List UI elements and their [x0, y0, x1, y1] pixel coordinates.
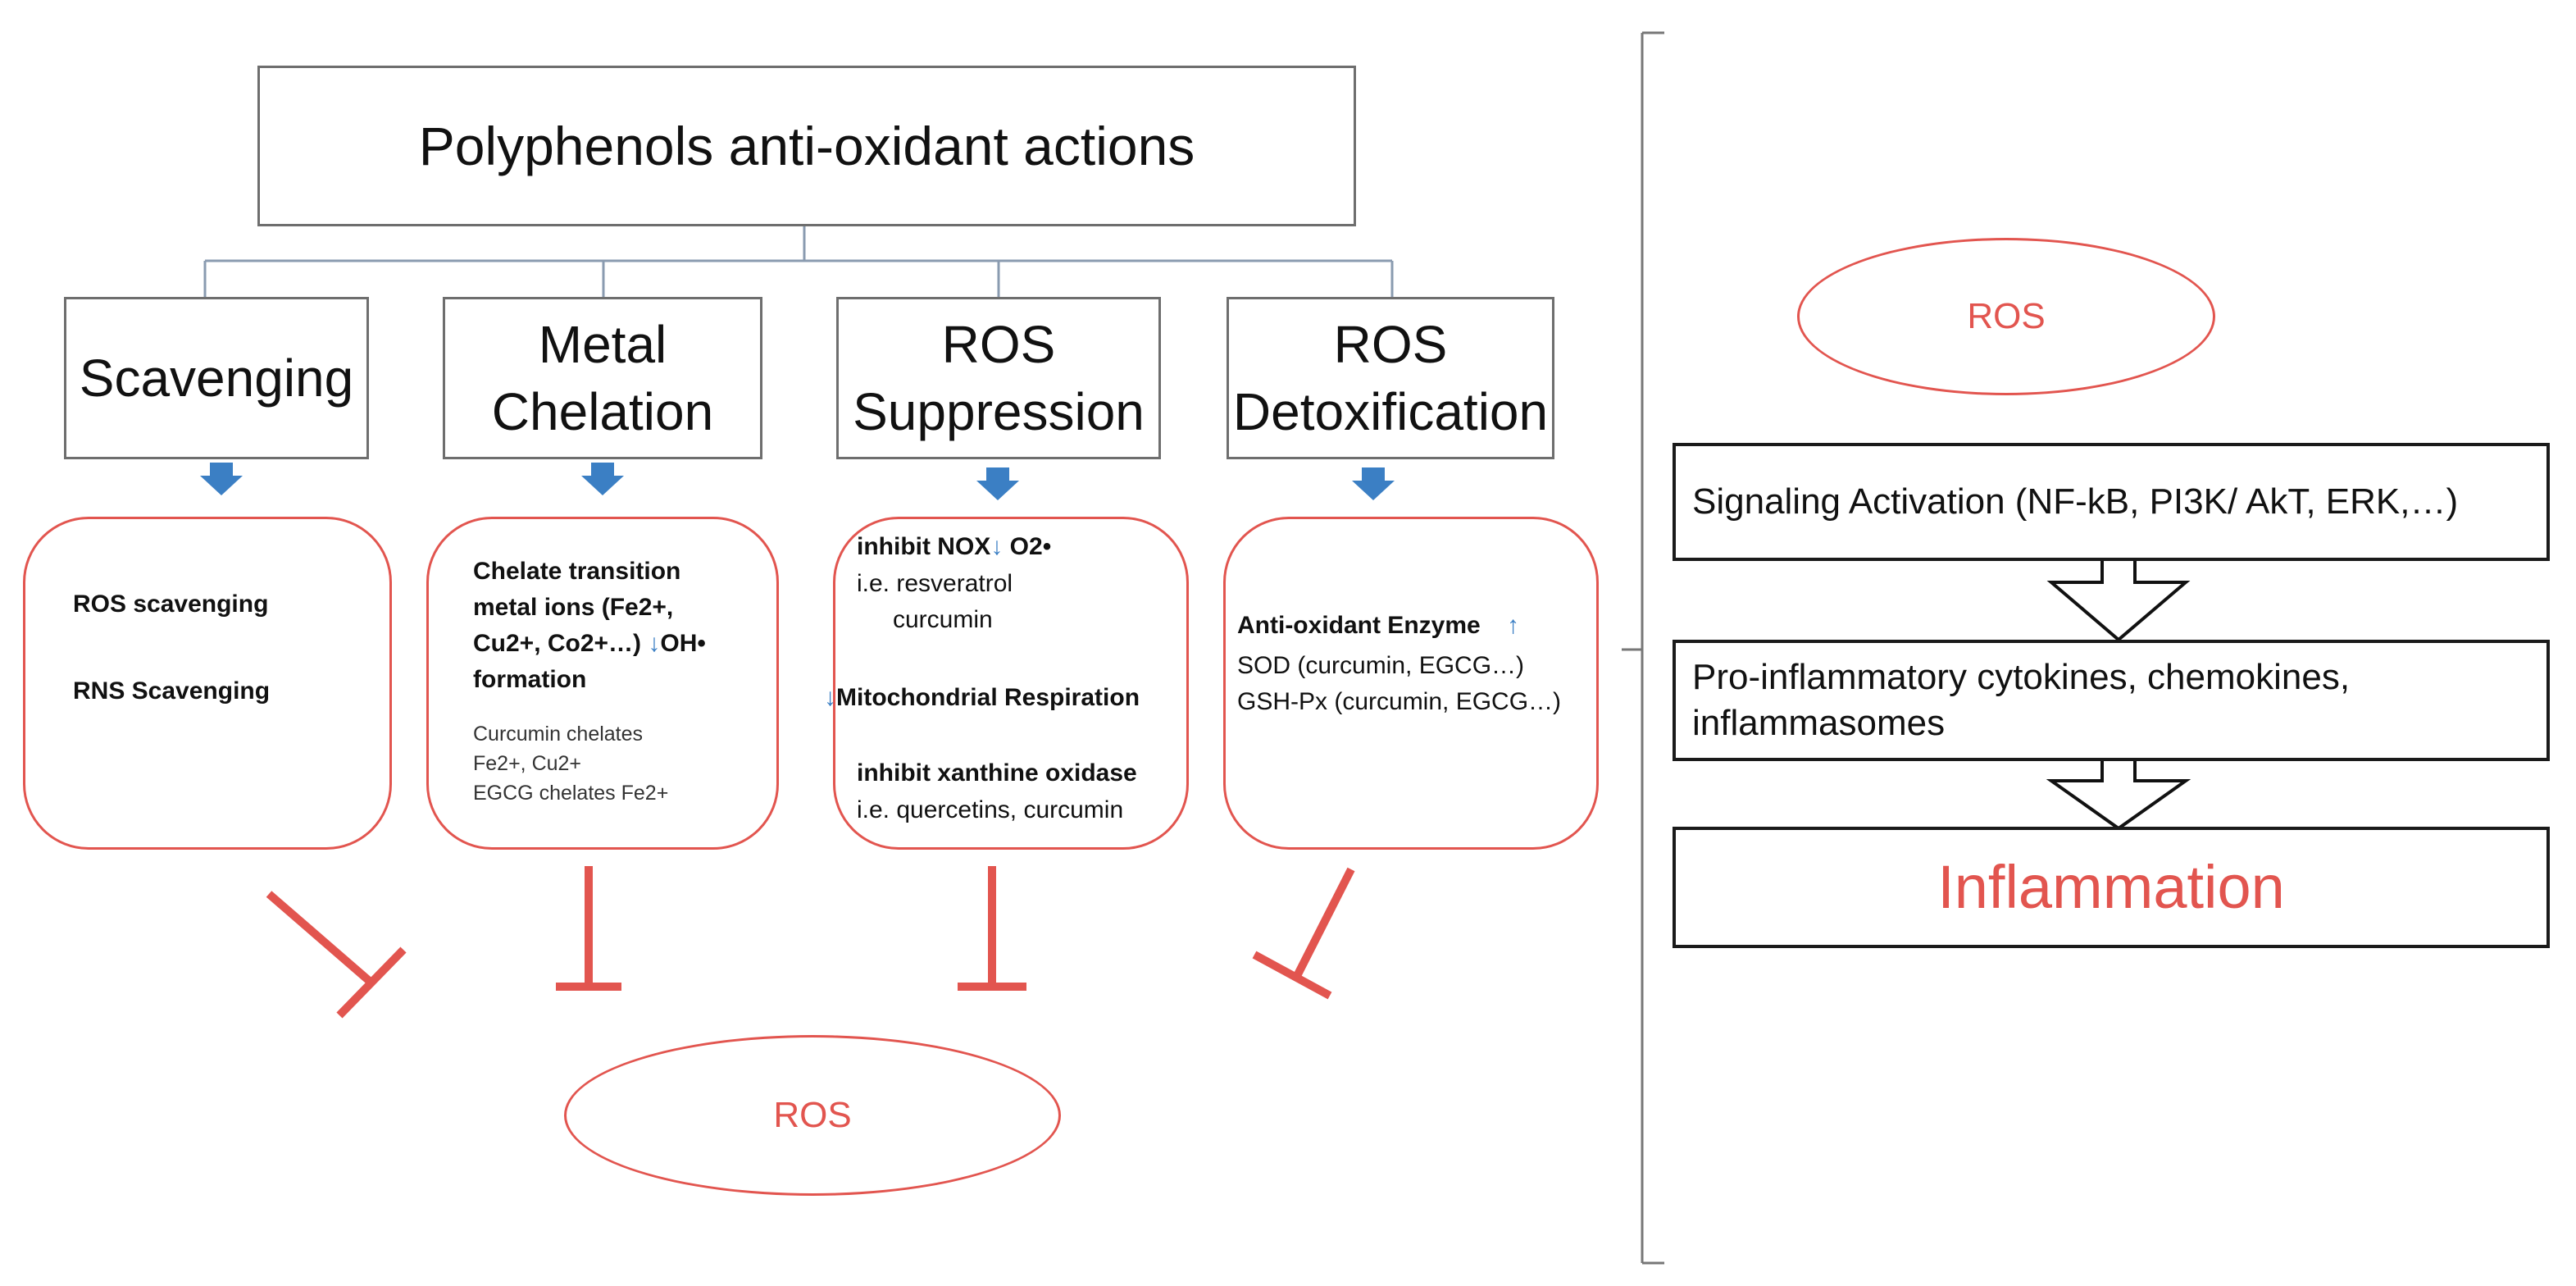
detail-example: EGCG chelates Fe2+ [473, 782, 669, 805]
inhibition-bar-icon [958, 866, 1026, 991]
detail-line: metal ions (Fe2+, [473, 594, 674, 621]
category-label: Scavenging [79, 349, 354, 408]
detail-box-suppression: inhibit NOX↓ O2• i.e. resveratrol curcum… [824, 517, 1189, 850]
ros-ellipse-right: ROS [1797, 238, 2215, 395]
detail-example: Curcumin chelates [473, 723, 644, 746]
category-box-scavenging: Scavenging [64, 297, 369, 459]
title-box: Polyphenols anti-oxidant actions [257, 66, 1356, 226]
down-arrow-icon: ↓ [990, 533, 1004, 560]
category-box-metal-chelation: Metal Chelation [443, 297, 762, 459]
down-arrow-icon [581, 463, 624, 495]
detail-box-detox: Anti-oxidant Enzyme ↑ SOD (curcumin, EGC… [1223, 517, 1599, 850]
inhibition-bar-icon [1252, 867, 1355, 1000]
detail-line: i.e. quercetins, curcumin [857, 796, 1124, 823]
detail-line: ↓Mitochondrial Respiration [824, 680, 1140, 716]
signaling-text: Signaling Activation (NF-kB, PI3K/ AkT, … [1692, 481, 2459, 522]
detail-box-chelation: Chelate transition metal ions (Fe2+, Cu2… [426, 517, 779, 850]
detail-line: Cu2+, Co2+…) ↓OH• [473, 626, 776, 662]
inflammation-box: Inflammation [1673, 827, 2550, 948]
bracket-divider [1622, 31, 1664, 1265]
detail-line: Chelate transition [473, 558, 681, 585]
detail-item: RNS Scavenging [73, 677, 271, 705]
detail-line: Anti-oxidant Enzyme ↑ [1237, 608, 1519, 644]
detail-text: Mitochondrial Respiration [836, 684, 1140, 711]
cytokines-box: Pro-inflammatory cytokines, chemokines, … [1673, 640, 2550, 761]
detail-text: inhibit NOX [857, 533, 991, 560]
detail-line: inhibit xanthine oxidase [857, 759, 1137, 787]
category-box-ros-suppression: ROS Suppression [836, 297, 1161, 459]
detail-line: i.e. resveratrol [857, 570, 1013, 597]
diagram-title: Polyphenols anti-oxidant actions [418, 116, 1195, 176]
ros-ellipse-bottom: ROS [564, 1035, 1061, 1196]
detail-text: Anti-oxidant Enzyme [1237, 612, 1481, 639]
detail-item: ROS scavenging [73, 591, 269, 618]
category-box-ros-detoxification: ROS Detoxification [1227, 297, 1554, 459]
detail-line: inhibit NOX↓ O2• [857, 529, 1051, 565]
detail-line: formation [473, 666, 587, 693]
signaling-activation-box: Signaling Activation (NF-kB, PI3K/ AkT, … [1673, 443, 2550, 561]
category-label-line1: ROS [1333, 315, 1448, 374]
down-arrow-icon: ↓ [648, 630, 661, 657]
category-label-line1: Metal [538, 315, 667, 374]
hollow-down-arrow-icon [2046, 753, 2191, 831]
detail-line: GSH-Px (curcumin, EGCG…) [1237, 688, 1562, 715]
inhibition-bar-icon [556, 866, 621, 991]
down-arrow-icon [976, 467, 1019, 500]
detail-text: O2• [1009, 533, 1052, 560]
category-label-line1: ROS [941, 315, 1056, 374]
inhibition-bar-icon [266, 891, 407, 1019]
detail-text: Cu2+, Co2+…) [473, 630, 642, 657]
ros-label: ROS [773, 1095, 852, 1135]
down-arrow-icon [1352, 467, 1395, 500]
down-arrow-icon: ↓ [824, 684, 836, 711]
detail-line: curcumin [893, 606, 993, 633]
cytokines-text-line2: inflammasomes [1692, 703, 1946, 743]
ros-label: ROS [1967, 296, 2046, 336]
cytokines-text-line1: Pro-inflammatory cytokines, chemokines, [1692, 657, 2351, 697]
category-label-line2: Chelation [491, 382, 714, 441]
detail-example: Fe2+, Cu2+ [473, 752, 582, 775]
down-arrow-icon [200, 463, 243, 495]
category-label-line2: Suppression [853, 382, 1145, 441]
detail-text: OH• [660, 630, 706, 657]
detail-line: SOD (curcumin, EGCG…) [1237, 652, 1525, 679]
inflammation-text: Inflammation [1937, 853, 2285, 921]
category-label-line2: Detoxification [1232, 382, 1549, 441]
detail-box-scavenging: ROS scavenging RNS Scavenging [23, 517, 392, 850]
up-arrow-icon: ↑ [1507, 612, 1520, 639]
